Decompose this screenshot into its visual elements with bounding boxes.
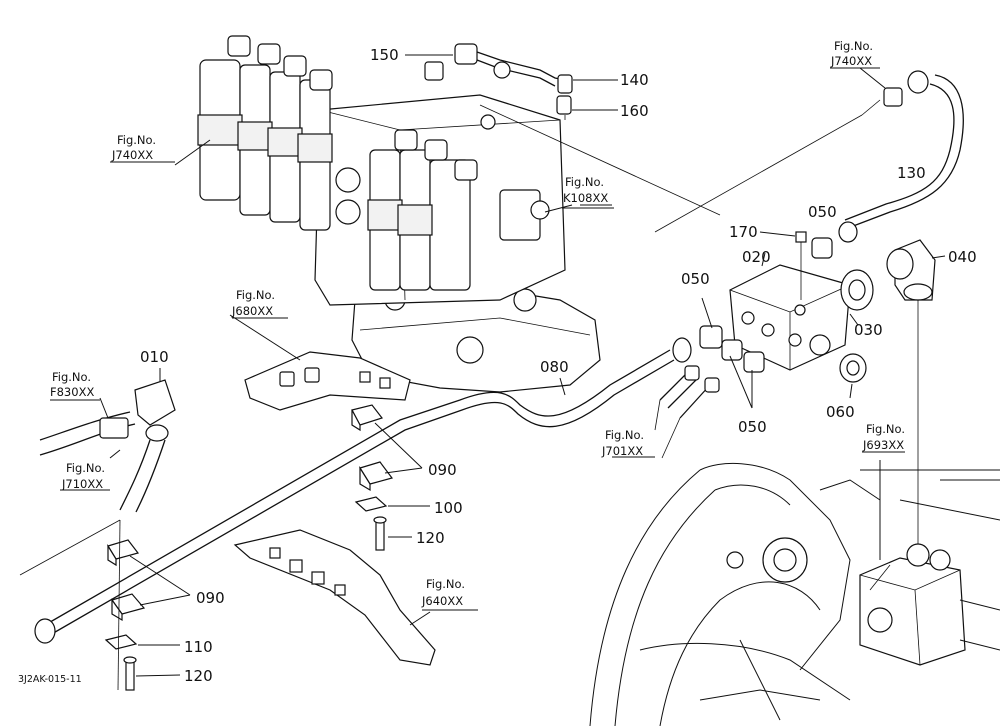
control-valve-assembly [197, 35, 601, 393]
label-050-bottom: 050 [738, 418, 767, 436]
pipe-080 [34, 337, 720, 644]
fig-word-j680: Fig.No. [236, 288, 275, 302]
fig-ref-f830: F830XX [50, 385, 94, 399]
label-120-upper: 120 [416, 529, 445, 547]
clamp-group-upper [351, 404, 430, 551]
fig-leader-lines [50, 67, 905, 611]
fitting-group-top [405, 43, 721, 216]
label-160: 160 [620, 102, 649, 120]
label-040: 040 [948, 248, 977, 266]
bracket-j640 [233, 529, 436, 666]
fig-word-j740-top: Fig.No. [834, 39, 873, 53]
label-140: 140 [620, 71, 649, 89]
bracket-j680 [229, 314, 411, 411]
fig-word-j740-left: Fig.No. [117, 133, 156, 147]
fitting-010-group [39, 368, 176, 513]
fig-ref-j680: J680XX [231, 304, 273, 318]
fig-word-j693: Fig.No. [866, 422, 905, 436]
fig-ref-j701: J701XX [601, 444, 643, 458]
fig-word-j701: Fig.No. [605, 428, 644, 442]
fig-ref-j640: J640XX [421, 594, 463, 608]
drawing-code: 3J2AK-015-11 [18, 674, 82, 685]
label-020: 020 [742, 248, 771, 266]
pipe-130 [654, 70, 964, 243]
label-050-left: 050 [681, 270, 710, 288]
fig-word-j710: Fig.No. [66, 461, 105, 475]
label-150: 150 [370, 46, 399, 64]
fig-word-j640: Fig.No. [426, 577, 465, 591]
label-130: 130 [897, 164, 926, 182]
part-number-labels: 150 140 160 130 170 050 020 040 050 030 … [140, 46, 977, 685]
label-100: 100 [434, 499, 463, 517]
label-080: 080 [540, 358, 569, 376]
label-110: 110 [184, 638, 213, 656]
label-030: 030 [854, 321, 883, 339]
label-090-lower: 090 [196, 589, 225, 607]
fig-ref-j740-top: J740XX [830, 54, 872, 68]
fig-ref-j740-left: J740XX [111, 148, 153, 162]
figure-reference-labels: Fig.No. J740XX Fig.No. J740XX Fig.No. K1… [50, 39, 905, 608]
clamp-group-lower [19, 519, 191, 691]
label-170: 170 [729, 223, 758, 241]
fig-word-k108: Fig.No. [565, 175, 604, 189]
fig-ref-j710: J710XX [61, 477, 103, 491]
manifold-block-020 [699, 231, 946, 555]
tractor-rear-view [589, 460, 1000, 726]
fig-ref-j693: J693XX [862, 438, 904, 452]
label-060: 060 [826, 403, 855, 421]
label-050-top: 050 [808, 203, 837, 221]
label-120-lower: 120 [184, 667, 213, 685]
label-090-upper: 090 [428, 461, 457, 479]
fig-ref-k108: K108XX [563, 191, 608, 205]
fig-word-f830: Fig.No. [52, 370, 91, 384]
label-010: 010 [140, 348, 169, 366]
